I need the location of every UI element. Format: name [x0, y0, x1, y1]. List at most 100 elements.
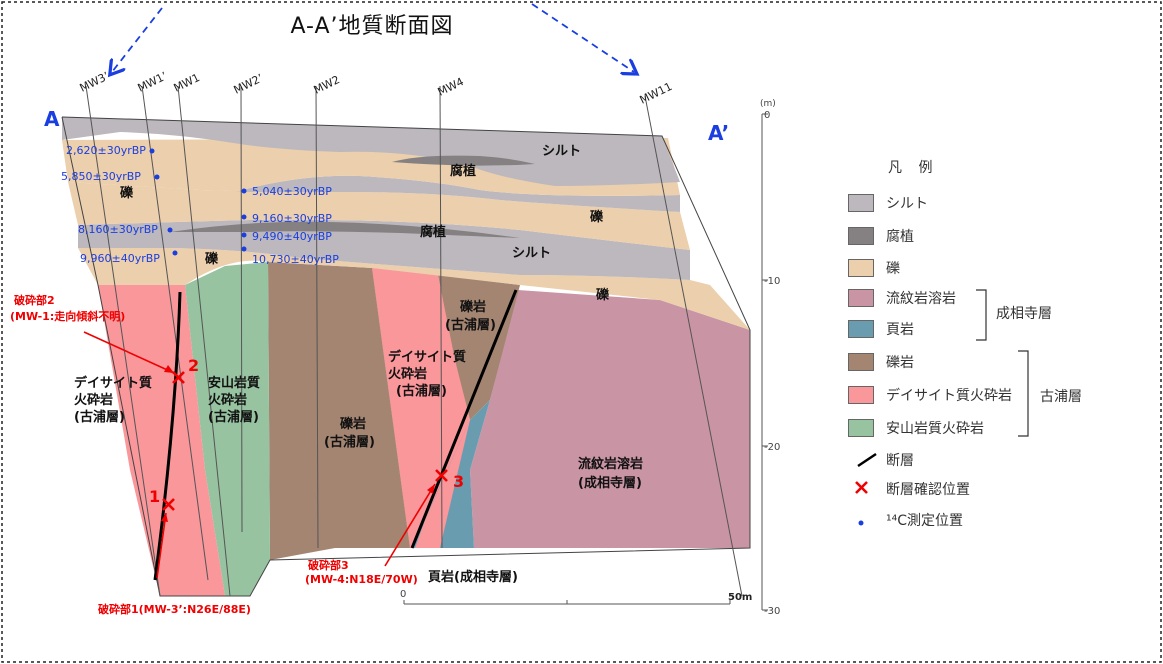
- c14-points: [149, 148, 247, 256]
- fault-right: [410, 289, 518, 549]
- rock-labels: デイサイト質 火砕岩 (古浦層) 安山岩質 火砕岩 (古浦層) 礫岩 (古浦層)…: [74, 299, 643, 585]
- well-mw2p: MW2’: [232, 71, 265, 96]
- date-4: 8,160±30yrBP: [78, 223, 158, 236]
- fault1-label: 破砕部1(MW-3’:N26E/88E): [98, 602, 251, 616]
- well-mw1: MW1: [172, 71, 202, 95]
- fault3-title: 破砕部3: [308, 558, 349, 572]
- scale-unit: (m): [760, 99, 776, 109]
- rhyolite-layer: [470, 290, 750, 548]
- label-cong-right-1: 礫岩: [460, 299, 486, 315]
- legend-item-shale: 頁岩: [848, 318, 914, 340]
- well-mw3p: MW3’: [78, 69, 111, 94]
- date-5: 9,160±30yrBP: [252, 212, 332, 225]
- label-andesite-2: 火砕岩: [208, 392, 247, 408]
- well-mw4: MW4: [436, 75, 466, 99]
- label-rhyolite-1: 流紋岩溶岩: [578, 456, 643, 472]
- silt-top: [62, 117, 680, 186]
- label-cong-mid-2: (古浦層): [324, 434, 375, 450]
- fault1-num: 1: [149, 487, 160, 506]
- legend-item-humus: 腐植: [848, 225, 914, 247]
- legend-bracket-2: [1018, 350, 1029, 437]
- label-shale: 頁岩(成相寺層): [428, 569, 518, 585]
- label-dacite-left-1: デイサイト質: [74, 375, 152, 391]
- label-gravel-right: 礫: [590, 209, 604, 225]
- label-rhyolite-2: (成相寺層): [578, 475, 642, 491]
- legend-bracket-1: [976, 289, 987, 341]
- legend-label: デイサイト質火砕岩: [886, 388, 1012, 404]
- legend-item-fault-position: 断層確認位置: [886, 478, 970, 500]
- legend-label: 腐植: [886, 229, 914, 245]
- legend-item-andesite: 安山岩質火砕岩: [848, 417, 984, 439]
- conglomerate-mid: [268, 262, 410, 560]
- legend-label: 礫: [886, 261, 900, 277]
- swatch-gravel: [848, 259, 874, 277]
- layer-labels: シルト 腐植 礫 礫 腐植 シルト 礫 礫: [120, 144, 610, 303]
- legend-item-c14: ¹⁴C測定位置: [886, 509, 963, 531]
- hscale-start: 0: [400, 589, 406, 600]
- gravel-bottom: [78, 248, 750, 330]
- label-gravel-left: 礫: [120, 185, 134, 201]
- fault3-num: 3: [453, 472, 464, 491]
- fault3-note: (MW-4:N18E/70W): [305, 573, 418, 586]
- arrow-left: [112, 7, 163, 72]
- arrow-right: [531, 3, 634, 72]
- label-cong-mid-1: 礫岩: [340, 416, 366, 432]
- legend-fault-symbol: [857, 452, 877, 468]
- legend-label: 断層確認位置: [886, 482, 970, 498]
- legend-cross-symbol: [855, 481, 868, 494]
- label-humus-top: 腐植: [450, 163, 476, 179]
- vertical-scale: [761, 113, 768, 611]
- humus-mid: [170, 221, 520, 238]
- end-label-a: A: [44, 107, 60, 131]
- legend-label: シルト: [886, 196, 928, 212]
- fault-texts: 破砕部2 (MW-1:走向傾斜不明) 2 1 破砕部1(MW-3’:N26E/8…: [10, 293, 464, 616]
- scale-tick-0: 0: [764, 110, 770, 121]
- swatch-andesite: [848, 419, 874, 437]
- label-andesite-3: (古浦層): [208, 409, 259, 425]
- date-3: 5,040±30yrBP: [252, 185, 332, 198]
- label-silt-mid: シルト: [512, 246, 551, 261]
- legend-item-silt: シルト: [848, 192, 928, 214]
- legend-title: 凡 例: [888, 160, 939, 176]
- fault-annotations: [83, 331, 448, 579]
- label-dacite-right-1: デイサイト質: [388, 349, 466, 365]
- section-outline: [61, 116, 751, 597]
- silt-mid: [78, 219, 690, 280]
- swatch-conglomerate: [848, 353, 874, 371]
- date-8: 10,730±40yrBP: [252, 253, 339, 266]
- label-andesite-1: 安山岩質: [208, 375, 260, 391]
- date-1: 2,620±30yrBP: [66, 144, 146, 157]
- label-gravel-bottom-left: 礫: [205, 251, 219, 267]
- legend-item-rhyolite: 流紋岩溶岩: [848, 287, 956, 309]
- conglomerate-right: [438, 275, 520, 420]
- legend-label: 安山岩質火砕岩: [886, 421, 984, 437]
- label-cong-right-2: (古浦層): [445, 317, 496, 333]
- page-title: A-A’地質断面図: [290, 14, 454, 39]
- scale-tick-20: -20: [764, 442, 780, 453]
- well-mw2: MW2: [312, 73, 342, 97]
- date-2: 5,850±30yrBP: [61, 170, 141, 183]
- silt-wedge: [235, 175, 680, 212]
- fault2-note: (MW-1:走向傾斜不明): [10, 309, 125, 323]
- fault-left: [153, 291, 182, 581]
- label-dacite-right-3: (古浦層): [396, 383, 447, 399]
- label-gravel-bottom-right: 礫: [596, 287, 610, 303]
- legend-item-gravel: 礫: [848, 257, 900, 279]
- hscale-end: 50m: [728, 592, 752, 603]
- legend-item-dacite: デイサイト質火砕岩: [848, 384, 1012, 406]
- legend-item-conglomerate: 礫岩: [848, 351, 914, 373]
- well-mw1p: MW1’: [136, 69, 169, 94]
- legend-label: 断層: [886, 453, 914, 469]
- legend-label: 礫岩: [886, 355, 914, 371]
- humus-lens-top: [392, 155, 535, 166]
- dacite-left: [98, 285, 225, 596]
- well-mw11: MW11: [638, 80, 675, 107]
- label-dacite-right-2: 火砕岩: [388, 366, 427, 382]
- label-humus-mid: 腐植: [420, 224, 446, 240]
- fault2-title: 破砕部2: [14, 293, 55, 307]
- dacite-right-main: [372, 268, 470, 548]
- swatch-dacite: [848, 386, 874, 404]
- legend-group-koura: 古浦層: [1040, 389, 1082, 405]
